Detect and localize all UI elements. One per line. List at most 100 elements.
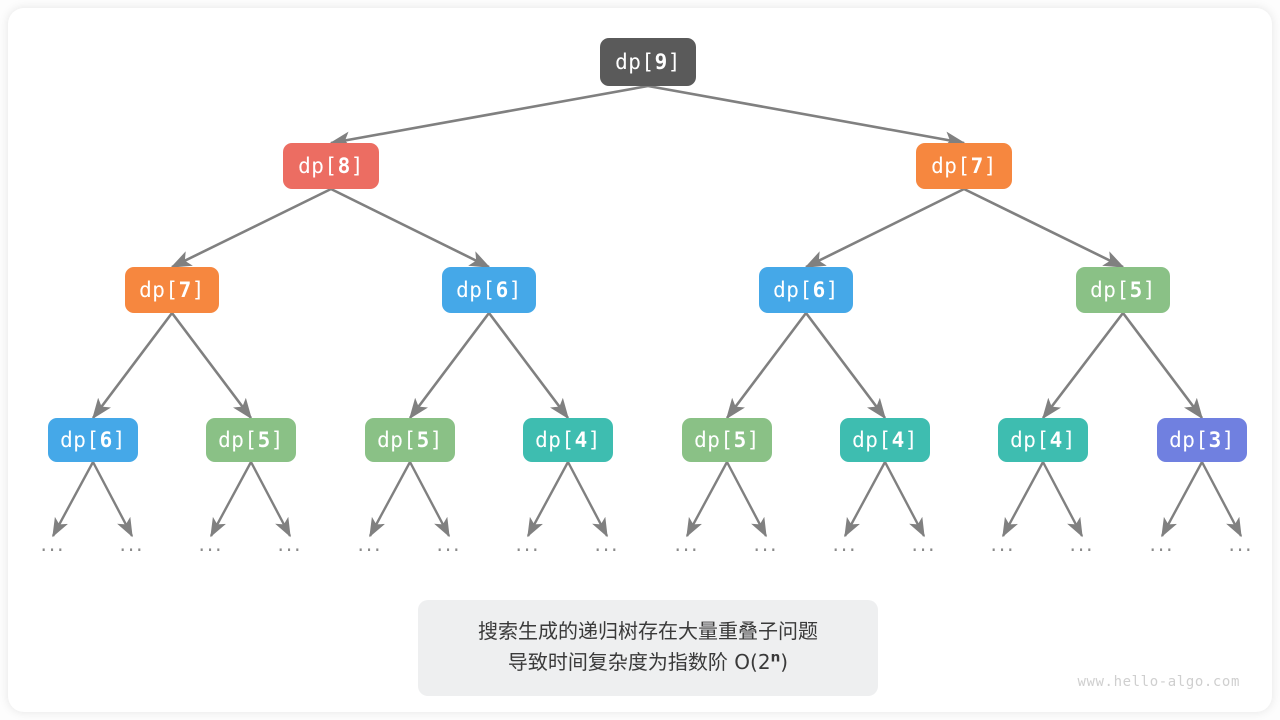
leaf-edge-8 [685,461,729,538]
ellipsis-5: ... [436,532,462,556]
leaf-edge-15 [1200,461,1243,538]
leaf-edge-10 [843,461,887,538]
node-label-suffix: ] [1221,428,1235,452]
edge-n5-n12 [804,312,887,420]
edge-n1-n4 [330,187,491,269]
tree-node-n2: dp[7] [916,143,1012,189]
node-index: 5 [1129,278,1143,302]
caption-line-2-suffix: ) [780,650,789,674]
node-label-suffix: ] [587,428,601,452]
node-label-prefix: dp[ [298,154,338,178]
tree-node-n13: dp[4] [998,418,1088,462]
node-index: 6 [495,278,509,302]
ellipsis-3: ... [277,532,303,556]
leaf-edge-9 [725,461,768,538]
ellipsis-0: ... [40,532,66,556]
leaf-edge-3 [249,461,292,538]
node-index: 6 [812,278,826,302]
tree-node-n8: dp[5] [206,418,296,462]
node-label-suffix: ] [429,428,443,452]
node-label-suffix: ] [270,428,284,452]
node-label-prefix: dp[ [535,428,575,452]
leaf-edge-13 [1041,461,1084,538]
ellipsis-6: ... [515,532,541,556]
node-label-prefix: dp[ [218,428,258,452]
tree-node-n3: dp[7] [125,267,219,313]
node-label-suffix: ] [350,154,364,178]
node-label-prefix: dp[ [377,428,417,452]
node-label-suffix: ] [667,50,681,74]
ellipsis-7: ... [594,532,620,556]
tree-node-n9: dp[5] [365,418,455,462]
edge-n4-n9 [408,312,491,420]
node-index: 8 [337,154,351,178]
ellipsis-13: ... [1069,532,1095,556]
node-index: 5 [257,428,271,452]
node-index: 5 [733,428,747,452]
tree-node-n6: dp[5] [1076,267,1170,313]
leaf-edge-6 [526,461,570,538]
leaf-edges [51,461,1243,538]
caption-box: 搜索生成的递归树存在大量重叠子问题 导致时间复杂度为指数阶 O(2n) [418,600,878,696]
node-label-prefix: dp[ [773,278,813,302]
node-index: 4 [574,428,588,452]
ellipsis-15: ... [1228,532,1254,556]
caption-line-1: 搜索生成的递归树存在大量重叠子问题 [478,619,818,643]
node-label-prefix: dp[ [931,154,971,178]
node-label-suffix: ] [508,278,522,302]
node-label-prefix: dp[ [139,278,179,302]
tree-edges [91,84,1204,420]
tree-node-n5: dp[6] [759,267,853,313]
edge-n5-n11 [725,312,808,420]
ellipsis-10: ... [832,532,858,556]
ellipsis-11: ... [911,532,937,556]
caption-exponent: n [770,649,781,666]
ellipsis-14: ... [1149,532,1175,556]
node-label-suffix: ] [112,428,126,452]
node-index: 5 [416,428,430,452]
leaf-edge-14 [1160,461,1204,538]
node-label-prefix: dp[ [852,428,892,452]
leaf-edge-5 [408,461,451,538]
leaf-edge-11 [883,461,926,538]
node-label-prefix: dp[ [1010,428,1050,452]
diagram-card: dp[9]dp[8]dp[7]dp[7]dp[6]dp[6]dp[5]dp[6]… [8,8,1272,712]
tree-node-n7: dp[6] [48,418,138,462]
tree-node-n10: dp[4] [523,418,613,462]
ellipsis-12: ... [990,532,1016,556]
edge-n3-n7 [91,312,174,420]
tree-node-n12: dp[4] [840,418,930,462]
node-label-suffix: ] [825,278,839,302]
tree-node-n11: dp[5] [682,418,772,462]
tree-node-n0: dp[9] [600,38,696,86]
leaf-edge-4 [368,461,412,538]
ellipsis-8: ... [674,532,700,556]
node-label-prefix: dp[ [1169,428,1209,452]
edge-n1-n3 [170,187,332,269]
edge-n6-n14 [1121,312,1204,420]
ellipsis-4: ... [357,532,383,556]
node-label-suffix: ] [1142,278,1156,302]
edge-n2-n6 [963,187,1125,269]
tree-node-n4: dp[6] [442,267,536,313]
tree-node-n1: dp[8] [283,143,379,189]
edge-n0-n1 [329,84,649,148]
edge-n6-n13 [1041,312,1125,420]
node-label-prefix: dp[ [1090,278,1130,302]
node-label-suffix: ] [904,428,918,452]
ellipsis-2: ... [198,532,224,556]
node-label-prefix: dp[ [60,428,100,452]
leaf-edge-2 [209,461,253,538]
node-label-prefix: dp[ [615,50,655,74]
node-label-suffix: ] [983,154,997,178]
node-index: 4 [1049,428,1063,452]
node-label-prefix: dp[ [456,278,496,302]
node-index: 6 [99,428,113,452]
node-index: 7 [178,278,192,302]
node-label-suffix: ] [1062,428,1076,452]
edge-n2-n5 [804,187,965,269]
edge-n0-n2 [647,84,966,148]
node-label-suffix: ] [191,278,205,302]
leaf-edge-1 [91,461,134,538]
